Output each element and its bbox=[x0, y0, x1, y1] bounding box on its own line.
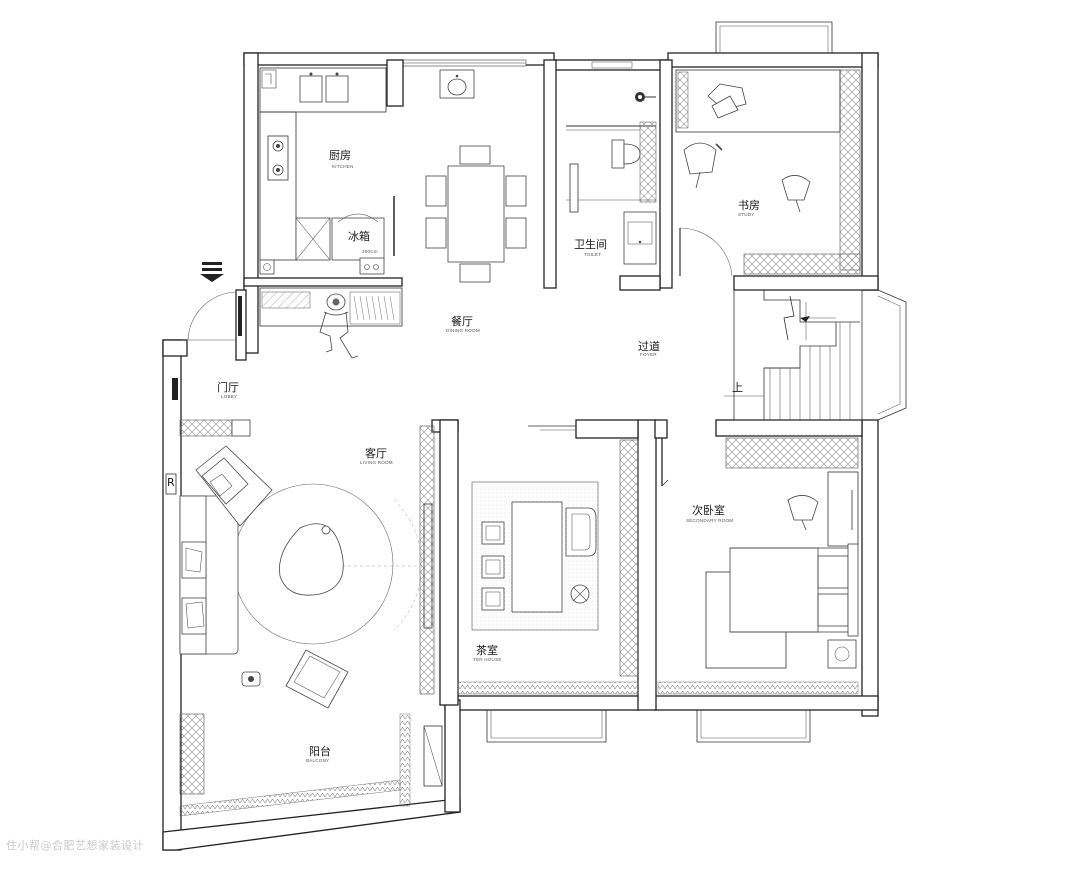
living-label: 客厅 bbox=[365, 446, 387, 460]
study-label: 书房 bbox=[738, 199, 760, 212]
living: R 客厅 LIVING ROOM bbox=[165, 425, 435, 709]
fridge-label-en: 300Cm bbox=[362, 249, 378, 254]
foyer-label-en: FOYER bbox=[640, 352, 657, 357]
armchair bbox=[285, 649, 349, 709]
wine-rack bbox=[349, 291, 401, 325]
fridge-icon: 冰箱 300Cm bbox=[331, 213, 385, 261]
stair-up-label: 上 bbox=[732, 381, 743, 394]
nightstand bbox=[827, 639, 857, 669]
lobby-label: 门厅 bbox=[217, 380, 239, 394]
toilet-label-en: TOILET bbox=[584, 252, 601, 257]
kitchen: 冰箱 300Cm 厨房 KITCHEN bbox=[259, 67, 403, 327]
walls bbox=[162, 21, 907, 851]
balcony: 阳台 BALCONY bbox=[179, 713, 443, 817]
secondary-label: 次卧室 bbox=[692, 503, 725, 517]
foyer-label: 过道 bbox=[638, 339, 660, 353]
lamp-icon bbox=[241, 671, 261, 687]
lounge-chair bbox=[195, 445, 273, 527]
pillow-icon bbox=[185, 601, 205, 629]
lobby: 门厅 LOBBY bbox=[172, 262, 251, 437]
fridge-label: 冰箱 bbox=[348, 229, 370, 243]
entrance-arrow-icon bbox=[200, 262, 224, 282]
sofa bbox=[179, 495, 239, 655]
cabinet-icon bbox=[261, 69, 277, 89]
stove-icon bbox=[267, 135, 289, 181]
chair-icon bbox=[787, 495, 819, 531]
person-icon bbox=[319, 293, 359, 359]
coffee-table bbox=[279, 523, 344, 596]
wall-r-mark: R bbox=[167, 476, 175, 489]
tea-label-en: TER HOUSE bbox=[473, 657, 502, 662]
toilet-label: 卫生间 bbox=[574, 237, 607, 251]
study-label-en: STUDY bbox=[738, 212, 755, 217]
watermark: 住小帮@合肥艺想家装设计 bbox=[6, 839, 144, 852]
kitchen-label-en: KITCHEN bbox=[332, 164, 354, 169]
secondary-label-en: SECONDARY ROOM bbox=[686, 518, 733, 523]
shower-icon bbox=[635, 92, 656, 102]
balcony-label: 阳台 bbox=[309, 744, 331, 758]
toilet-icon bbox=[611, 139, 641, 169]
toilet-room: 卫生间 TOILET bbox=[566, 92, 657, 265]
dining-table bbox=[425, 145, 527, 283]
dining-label-en: DINING ROOM bbox=[446, 328, 480, 333]
secondary-room: 次卧室 SECONDARY ROOM bbox=[657, 437, 859, 695]
pillow-icon bbox=[707, 83, 747, 119]
sink-icon bbox=[299, 72, 349, 103]
living-label-en: LIVING ROOM bbox=[360, 460, 393, 465]
bed-icon bbox=[729, 543, 859, 637]
chair-icon bbox=[781, 175, 811, 213]
tea-label: 茶室 bbox=[476, 643, 498, 657]
tea-house: 茶室 TER HOUSE bbox=[457, 425, 639, 695]
stairs: 上 过道 FOYER bbox=[638, 289, 863, 421]
dining-label: 餐厅 bbox=[451, 314, 473, 328]
pillow-icon bbox=[209, 473, 233, 497]
pillow-icon bbox=[185, 547, 203, 573]
lobby-label-en: LOBBY bbox=[221, 394, 237, 399]
door-stop bbox=[172, 378, 178, 400]
dining: 餐厅 DINING ROOM bbox=[319, 69, 527, 359]
study: 书房 STUDY bbox=[675, 69, 861, 277]
wash-basin-icon bbox=[439, 69, 475, 99]
kitchen-label: 厨房 bbox=[329, 149, 351, 162]
balcony-label-en: BALCONY bbox=[306, 758, 329, 763]
plant-icon bbox=[570, 584, 590, 604]
chair-icon bbox=[683, 142, 723, 189]
